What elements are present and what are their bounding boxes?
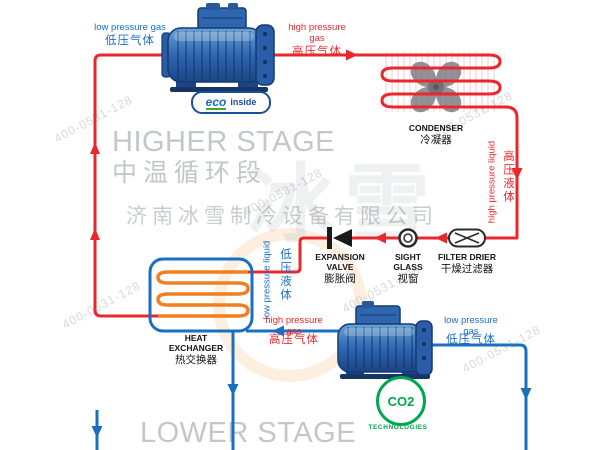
co2-logo: CO2 bbox=[387, 393, 415, 409]
eco-logo: eco bbox=[205, 94, 227, 110]
flow-arrow-down bbox=[520, 388, 532, 400]
suction-return-line bbox=[93, 53, 166, 318]
compressor-high-stage bbox=[161, 3, 275, 92]
flow-arrow-up bbox=[90, 142, 100, 154]
expansion-valve-label: EXPANSION VALVE 膨胀阀 bbox=[306, 252, 374, 286]
flow-arrow-left bbox=[435, 232, 447, 244]
lower-stage-title-en: LOWER STAGE bbox=[140, 417, 357, 449]
valve-to-exchanger-line bbox=[246, 236, 332, 274]
compressor-low-stage bbox=[337, 301, 433, 379]
flow-arrow-left bbox=[272, 325, 284, 337]
co2-technologies-badge: CO2 bbox=[376, 376, 426, 426]
label-zh: 视窗 bbox=[397, 273, 419, 286]
label-en: EXPANSION bbox=[315, 252, 365, 262]
higher-stage-title: HIGHER STAGE 中温循环段 bbox=[112, 127, 335, 187]
label-en: low pressure gas bbox=[94, 22, 166, 33]
label-en: high pressure gas bbox=[265, 315, 323, 337]
low-stage-suction-line bbox=[430, 343, 528, 450]
higher-stage-title-zh: 中温循环段 bbox=[112, 159, 268, 188]
label-zh: 高压气体 bbox=[292, 45, 342, 58]
flow-arrow-right bbox=[346, 49, 358, 61]
discharge-condenser-liquid-line bbox=[274, 53, 519, 240]
heat-exchanger-shell bbox=[148, 257, 254, 333]
label-en: low pressure gas bbox=[444, 315, 498, 337]
sight-glass-symbol bbox=[398, 228, 418, 248]
label-en: EXCHANGER bbox=[168, 343, 224, 354]
flow-arrow-down bbox=[227, 384, 239, 396]
expansion-valve-symbol bbox=[327, 227, 352, 249]
label-en: FILTER DRIER bbox=[438, 252, 496, 262]
eco-inside-badge: eco inside bbox=[191, 91, 271, 114]
label-en: HEAT bbox=[184, 333, 208, 343]
label-zh: 热交换器 bbox=[175, 354, 217, 367]
label-en: VALVE bbox=[326, 262, 354, 273]
higher-stage-title-en: HIGHER STAGE bbox=[112, 126, 335, 158]
filter-drier-label: FILTER DRIER 干燥过滤器 bbox=[433, 252, 501, 276]
label-zh: 低压气体 bbox=[446, 334, 496, 346]
label-en: CONDENSER bbox=[408, 123, 464, 133]
sight-glass-label: SIGHT GLASS 视窗 bbox=[383, 252, 433, 286]
co2-technologies-text: TECHNOLOGIES bbox=[368, 424, 428, 431]
label-zh: 干燥过滤器 bbox=[440, 263, 494, 276]
label-en: GLASS bbox=[393, 262, 423, 273]
heat-exchanger-label: HEAT EXCHANGER 热交换器 bbox=[154, 333, 238, 367]
label-en: high pressure gas bbox=[288, 22, 346, 44]
condenser-label: CONDENSER 冷凝器 bbox=[398, 123, 474, 147]
label-low-pressure-gas-bottom-en: low pressure gas bbox=[436, 315, 506, 338]
high-stage-pipe bbox=[93, 53, 519, 318]
label-zh: 低压气体 bbox=[105, 34, 155, 47]
label-high-pressure-liquid-en: high pressure liquid bbox=[486, 140, 498, 224]
label-zh: 冷凝器 bbox=[420, 134, 452, 147]
flow-arrow-left bbox=[374, 232, 386, 244]
eco-inside-text: inside bbox=[230, 97, 257, 107]
label-en: SIGHT bbox=[395, 252, 421, 262]
filter-drier-symbol bbox=[448, 228, 486, 248]
label-high-pressure-gas-bottom-en: high pressure gas bbox=[260, 315, 328, 338]
label-low-pressure-gas-bottom-zh: 低压气体 bbox=[444, 333, 498, 347]
flow-arrow-up bbox=[90, 228, 100, 240]
heat-exchanger-coil bbox=[156, 270, 250, 318]
label-high-pressure-gas-top: high pressure gas 高压气体 bbox=[282, 22, 352, 59]
label-high-pressure-liquid-zh: 高压液体 bbox=[502, 150, 514, 204]
flow-arrows bbox=[90, 49, 532, 438]
flow-arrow-down bbox=[91, 426, 103, 438]
label-low-pressure-liquid-en: low pressure liquid bbox=[261, 240, 273, 320]
label-high-pressure-gas-bottom-zh: 高压气体 bbox=[264, 333, 324, 347]
label-low-pressure-liquid-zh: 低压液体 bbox=[279, 248, 291, 302]
lower-stage-title: LOWER STAGE bbox=[140, 417, 357, 449]
label-zh: 高压气体 bbox=[269, 334, 319, 346]
flow-arrow-down bbox=[511, 168, 523, 180]
label-zh: 膨胀阀 bbox=[324, 273, 356, 286]
label-low-pressure-gas-top: low pressure gas 低压气体 bbox=[94, 22, 166, 48]
